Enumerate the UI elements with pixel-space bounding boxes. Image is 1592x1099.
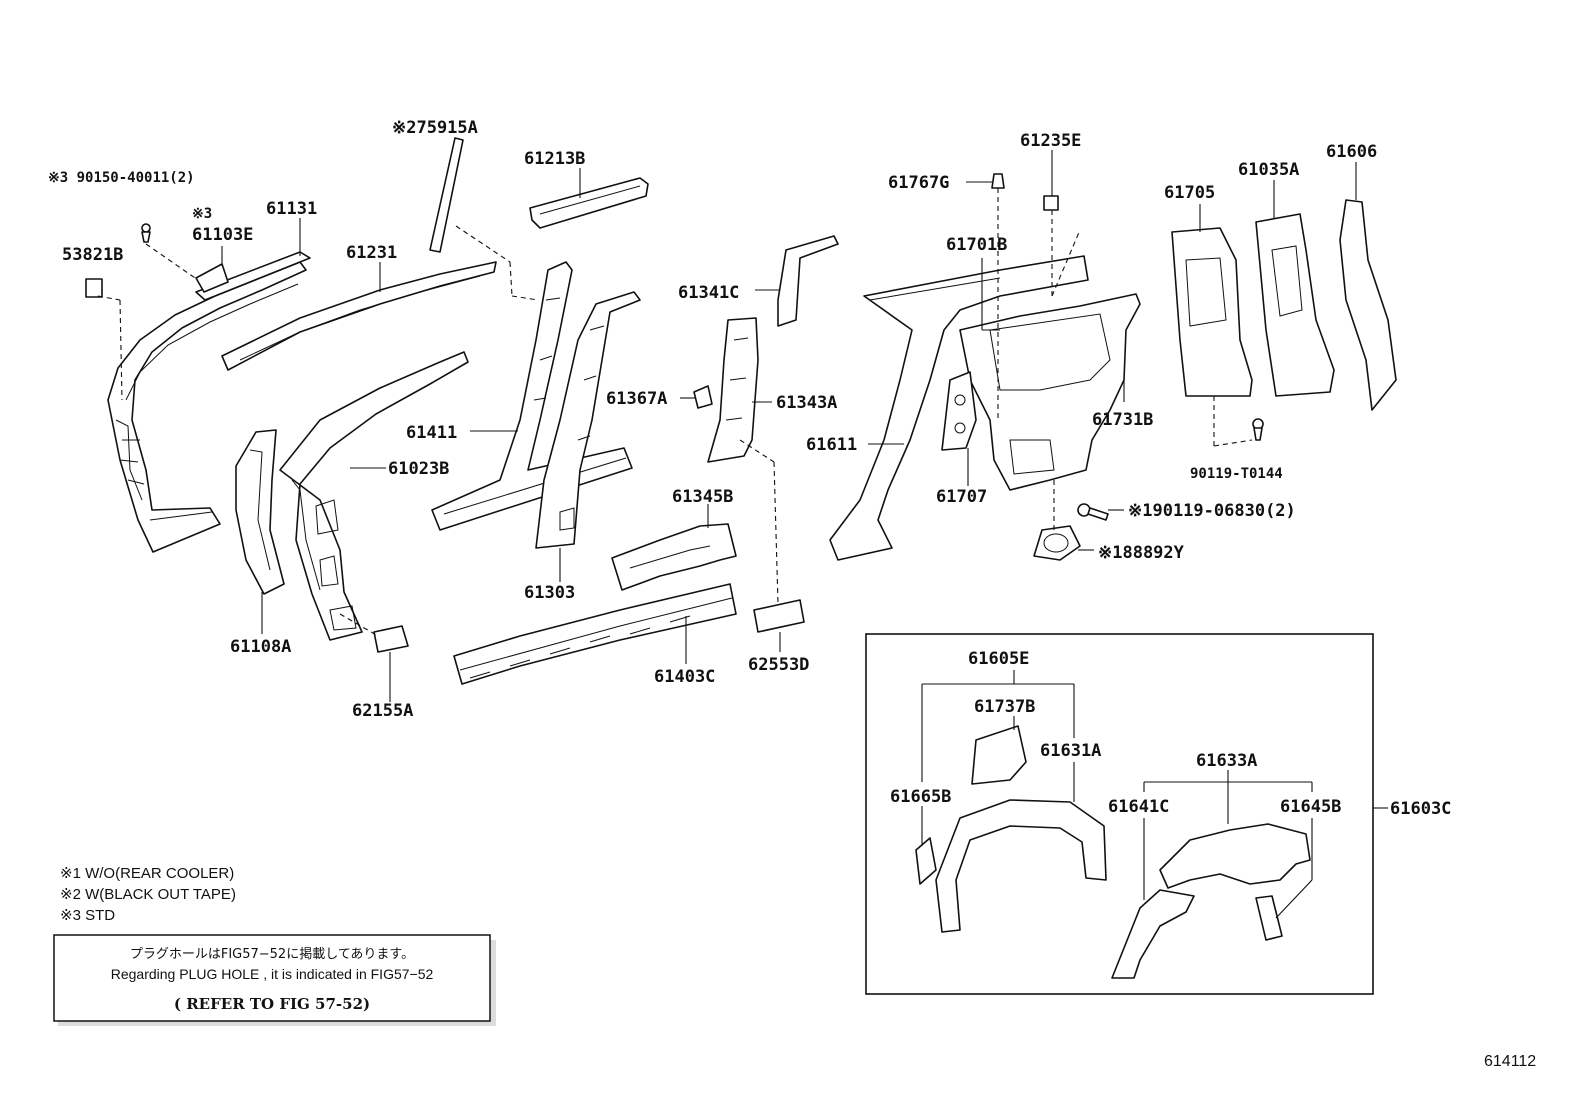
part-61345B (611, 523, 737, 591)
label-61705: 61705 (1164, 183, 1215, 203)
part-61103E (195, 263, 229, 293)
part-61707 (941, 371, 977, 451)
label-90119-06830: ※190119-06830(2) (1128, 501, 1296, 521)
part-61231-roof-rail (221, 261, 497, 371)
label-61767G: 61767G (888, 173, 949, 193)
label-61631A: 61631A (1040, 741, 1101, 761)
label-61303: 61303 (524, 583, 575, 603)
label-90119-T0144: 90119-T0144 (1190, 466, 1283, 482)
label-75915A: ※275915A (392, 118, 478, 138)
legend-note-2: ※2 W(BLACK OUT TAPE) (60, 886, 236, 903)
label-61633A: 61633A (1196, 751, 1257, 771)
label-61605E: 61605E (968, 649, 1029, 669)
label-61108A: 61108A (230, 637, 291, 657)
bolt-90119-06830 (1077, 503, 1109, 521)
bolt-90119-T0144 (1252, 418, 1264, 441)
label-61665B: 61665B (890, 787, 951, 807)
part-62553D-block (753, 599, 805, 633)
label-61103E: 61103E (192, 225, 253, 245)
label-61641C: 61641C (1108, 797, 1169, 817)
part-62155A-block (373, 625, 409, 653)
label-53821B: 53821B (62, 245, 123, 265)
part-61303-center-pillar (535, 291, 641, 549)
label-61603C: 61603C (1390, 799, 1451, 819)
label-61235E: 61235E (1020, 131, 1081, 151)
part-61343A (707, 317, 759, 463)
label-61345B: 61345B (672, 487, 733, 507)
label-62553D: 62553D (748, 655, 809, 675)
part-61645B (1255, 895, 1283, 941)
note-jp: プラグホールはFIG57−52に掲載してあります。 (130, 946, 414, 962)
bolt-90150 (141, 223, 151, 243)
part-61701B-inner-panel (959, 293, 1141, 491)
part-61611-quarter-panel (829, 255, 1089, 561)
label-61367A: 61367A (606, 389, 667, 409)
part-61705 (1171, 227, 1253, 397)
label-61103E-mark: ※3 (192, 206, 212, 222)
part-61767G-clip (991, 173, 1005, 189)
label-61131: 61131 (266, 199, 317, 219)
part-61367A-bracket (693, 385, 713, 409)
label-61343A: 61343A (776, 393, 837, 413)
part-61131-drip-rail (195, 251, 311, 301)
legend-note-3: ※3 STD (60, 907, 115, 924)
label-61341C: 61341C (678, 283, 739, 303)
part-front-pillar-outer (107, 261, 307, 553)
part-61023B-inner-pillar (279, 351, 469, 641)
label-90150-40011: ※3 90150-40011(2) (48, 170, 195, 186)
part-61213B (529, 177, 649, 229)
label-61035A: 61035A (1238, 160, 1299, 180)
part-75915A-tape (429, 137, 464, 253)
label-61403C: 61403C (654, 667, 715, 687)
plug-hole-note-box: プラグホールはFIG57−52に掲載してあります。 Regarding PLUG… (53, 934, 496, 1026)
label-88892Y: ※188892Y (1098, 543, 1185, 563)
part-61641C (1111, 889, 1195, 979)
part-61631A-housing (935, 799, 1107, 933)
part-61737B (971, 725, 1027, 785)
note-ref: ( REFER TO FIG 57-52) (174, 995, 370, 1013)
part-61665B (915, 837, 937, 885)
inset-frame (865, 633, 1374, 995)
part-61035A (1255, 213, 1335, 397)
label-61411: 61411 (406, 423, 457, 443)
part-61403C-rocker (453, 583, 737, 685)
leader-lines (97, 150, 1388, 919)
label-61737B: 61737B (974, 697, 1035, 717)
label-61707: 61707 (936, 487, 987, 507)
part-61235E-clip (1043, 195, 1059, 211)
label-61023B: 61023B (388, 459, 449, 479)
part-61341C (777, 235, 839, 327)
label-61645B: 61645B (1280, 797, 1341, 817)
part-88892Y (1033, 525, 1081, 561)
label-61213B: 61213B (524, 149, 585, 169)
legend-note-1: ※1 W/O(REAR COOLER) (60, 865, 234, 882)
note-en: Regarding PLUG HOLE , it is indicated in… (111, 966, 434, 982)
label-62155A: 62155A (352, 701, 413, 721)
part-61606 (1339, 199, 1397, 411)
part-61633A (1159, 823, 1311, 889)
label-61231: 61231 (346, 243, 397, 263)
label-61731B: 61731B (1092, 410, 1153, 430)
label-61611: 61611 (806, 435, 857, 455)
figure-number: 614112 (1484, 1053, 1536, 1070)
part-53821B-clip (85, 278, 103, 298)
label-61701B: 61701B (946, 235, 1007, 255)
part-61108A (235, 429, 285, 595)
label-61606: 61606 (1326, 142, 1377, 162)
